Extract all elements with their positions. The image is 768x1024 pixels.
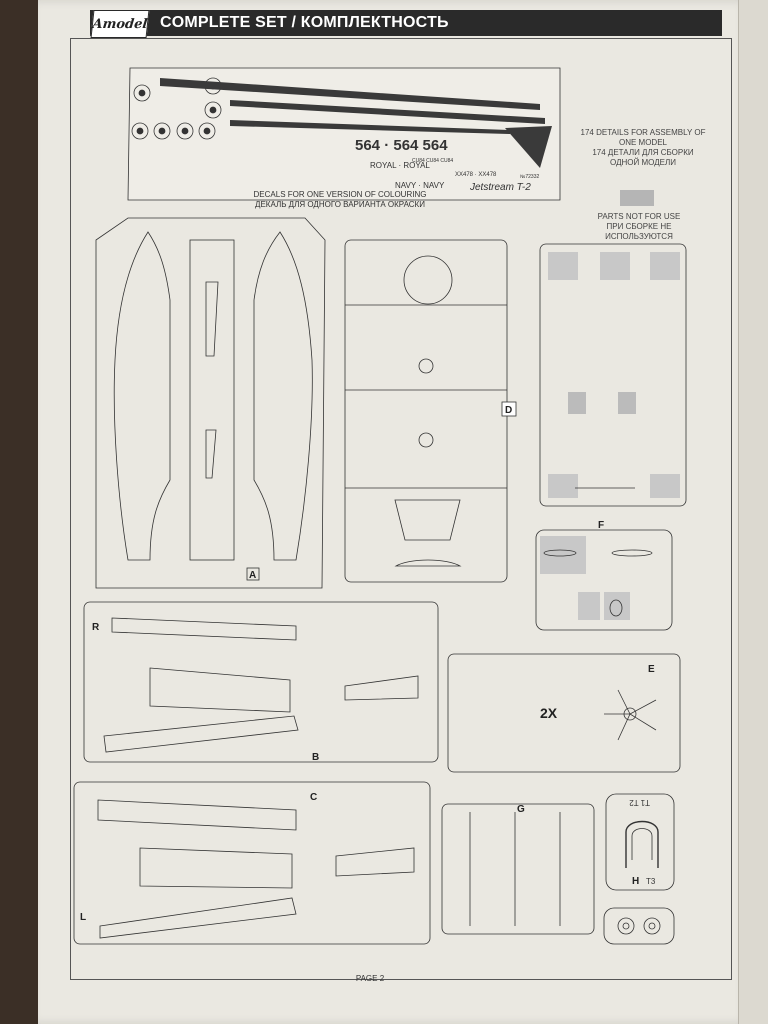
sprue-b-letter: B (312, 752, 319, 763)
sprue-g-frame (441, 803, 595, 935)
sprue-h-code-b: T3 (646, 877, 656, 886)
sprue-h-frame (605, 793, 675, 891)
sprue-h-code-a: T1 T2 (629, 798, 650, 807)
decal-code-564: 564 · 564 564 (355, 137, 448, 154)
cheatline-decal-3 (230, 120, 510, 134)
page-number: PAGE 2 (355, 974, 385, 983)
tail-decal (505, 126, 552, 168)
decal-caption-ru: ДЕКАЛЬ ДЛЯ ОДНОГО ВАРИАНТА ОКРАСКИ (255, 200, 425, 209)
cheatline-decal-2 (230, 100, 545, 124)
sprue-r-letter: R (92, 622, 100, 633)
next-page-edge (738, 0, 768, 1024)
part-6 (149, 667, 291, 713)
sprue-e-letter: E (648, 664, 655, 675)
unused-parts-en: PARTS NOT FOR USE (597, 212, 681, 221)
decal-kit-number: №72332 (520, 174, 539, 180)
details-count-en: 174 DETAILS FOR ASSEMBLY OF ONE MODEL (580, 128, 706, 147)
sprue-f-letter: F (598, 520, 604, 531)
unused-parts-note: PARTS NOT FOR USE ПРИ СБОРКЕ НЕ ИСПОЛЬЗУ… (574, 212, 704, 242)
sprue-a-letter: A (249, 570, 256, 581)
decal-cu84: CU84 CU84 CU84 (412, 158, 453, 164)
sprue-e-frame (447, 653, 681, 773)
sprue-r-frame (83, 601, 439, 763)
sprue-c-letter: C (310, 792, 317, 803)
sprue-d-frame (344, 239, 508, 583)
fuselage-right-half (253, 231, 313, 561)
details-count-ru: 174 ДЕТАЛИ ДЛЯ СБОРКИ ОДНОЙ МОДЕЛИ (592, 148, 694, 167)
sprue-h-letter: H (632, 876, 639, 887)
part-7 (103, 715, 299, 753)
sprue-a-frame (95, 217, 326, 589)
sprue-a-inner (189, 239, 235, 561)
part-11 (344, 675, 419, 701)
sprue-upper-right-frame (539, 243, 687, 507)
details-count-note: 174 DETAILS FOR ASSEMBLY OF ONE MODEL 17… (578, 128, 708, 168)
decal-serial: XX478 · XX478 (455, 172, 497, 178)
page-title: COMPLETE SET / КОМПЛЕКТНОСТЬ (160, 14, 449, 31)
unused-parts-swatch (620, 190, 654, 206)
sprue-d-letter: D (505, 405, 512, 416)
part-14 (139, 847, 293, 889)
header-bar (90, 10, 722, 36)
decal-model-name: Jetstream T-2 (469, 182, 531, 193)
part-5 (111, 617, 297, 641)
decal-royal: ROYAL · ROYAL (370, 161, 430, 170)
sprue-g-letter: G (517, 804, 525, 815)
cheatline-decal-1 (160, 78, 540, 110)
part-3 (205, 281, 219, 357)
content-frame (70, 38, 732, 980)
part-4 (205, 429, 217, 479)
two-x-label: 2X (540, 705, 558, 721)
fuselage-left-half (113, 231, 171, 561)
part-13 (97, 799, 297, 831)
sprue-l-letter: L (80, 912, 86, 923)
sprue-f-frame (535, 529, 673, 631)
part-50 (394, 559, 462, 567)
wheels-sprue (603, 907, 675, 945)
part-15 (99, 897, 297, 939)
part-51 (394, 499, 461, 541)
decal-navy: NAVY · NAVY (395, 181, 445, 190)
decal-caption: DECALS FOR ONE VERSION OF COLOURING ДЕКА… (240, 190, 440, 210)
unused-parts-ru: ПРИ СБОРКЕ НЕ ИСПОЛЬЗУЮТСЯ (605, 222, 673, 241)
part-54 (403, 255, 453, 305)
sprue-l-frame (73, 781, 431, 945)
decal-caption-en: DECALS FOR ONE VERSION OF COLOURING (253, 190, 427, 199)
part-19 (335, 847, 415, 877)
